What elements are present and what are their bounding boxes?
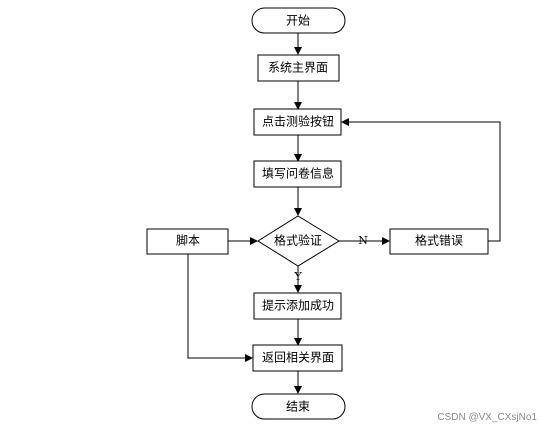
terminator-shape [251,393,346,420]
process-shape [253,160,342,188]
node-format-error: 格式错误 [389,228,489,255]
process-shape [389,228,489,255]
process-shape [146,228,229,255]
process-shape [253,292,342,320]
node-main-ui: 系统主界面 [257,54,340,82]
decision-shape [257,215,340,267]
node-format-check: 格式验证 [257,215,340,267]
node-label-end: 结束 [286,400,310,414]
process-shape [252,344,343,372]
process-shape [257,54,340,82]
node-label-click-test: 点击测验按钮 [262,114,334,129]
watermark: CSDN @VX_CXsjNo1 [437,412,537,423]
node-label-main-ui: 系统主界面 [268,61,328,75]
edge-label-yes: Y [293,270,302,283]
node-label-format-check: 格式验证 [274,233,322,248]
edges [187,32,501,394]
node-return-ui: 返回相关界面 [252,344,343,372]
node-label-return-ui: 返回相关界面 [262,351,334,365]
edge-script-return [187,254,253,362]
node-add-success: 提示添加成功 [253,292,342,320]
terminator-shape [251,7,346,34]
process-shape [253,108,342,136]
node-click-test: 点击测验按钮 [253,108,342,136]
node-fill-info: 填写问卷信息 [253,160,342,188]
node-label-format-error: 格式错误 [415,233,463,248]
node-script: 脚本 [146,228,229,255]
edge-label-no: N [358,234,368,247]
node-label-script: 脚本 [176,233,200,248]
node-label-start: 开始 [286,14,310,28]
node-label-add-success: 提示添加成功 [262,298,334,313]
node-start: 开始 [251,7,346,34]
node-label-fill-info: 填写问卷信息 [262,166,334,181]
edge-error-back-to-click [341,118,501,242]
node-end: 结束 [251,393,346,420]
